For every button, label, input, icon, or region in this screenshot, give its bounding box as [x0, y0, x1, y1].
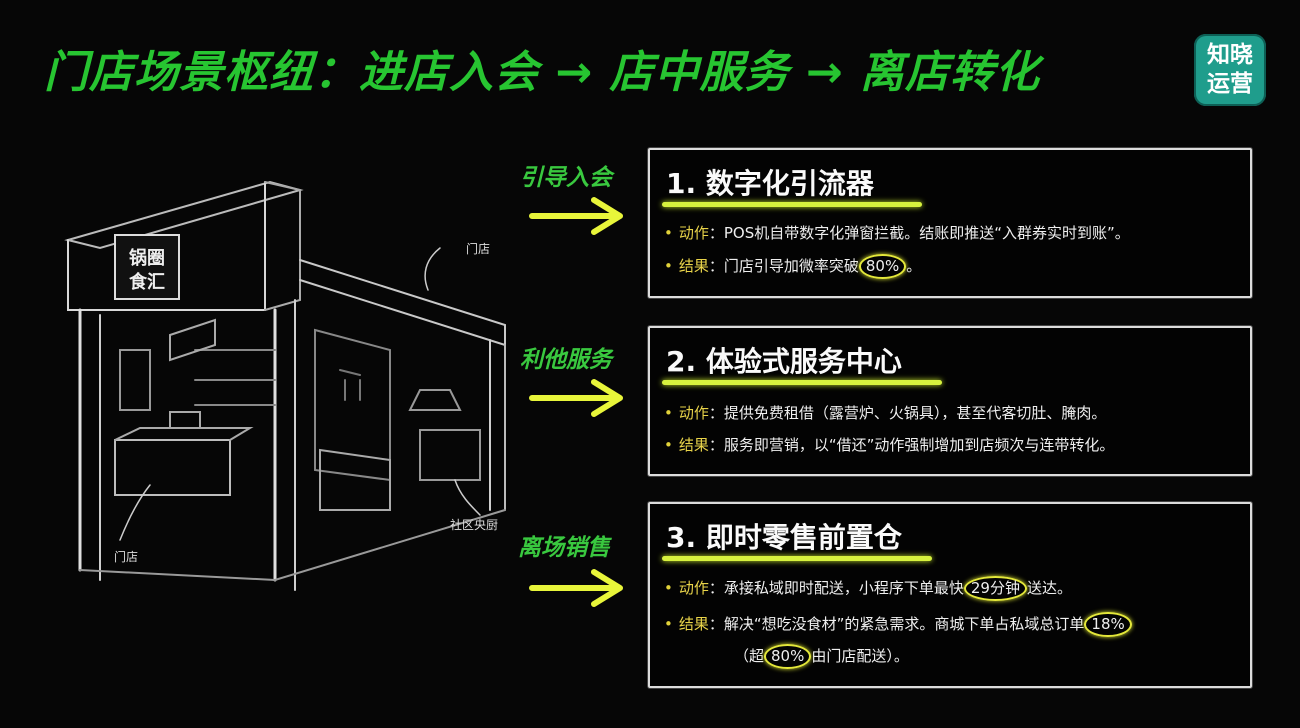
sign-line-2: 食汇: [128, 271, 165, 293]
flow-arrow-3-icon: [529, 569, 623, 607]
bullet-icon: •: [664, 224, 673, 242]
bullet-icon: •: [664, 257, 673, 275]
card-experience-service: 2. 体验式服务中心 •动作：提供免费租借（露营炉、火锅具），甚至代客切肚、腌肉…: [648, 326, 1252, 476]
bullet-icon: •: [664, 404, 673, 422]
card-2-action: •动作：提供免费租借（露营炉、火锅具），甚至代客切肚、腌肉。: [664, 404, 1107, 422]
card-digital-traffic: 1. 数字化引流器 •动作：POS机自带数字化弹窗拦截。结账即推送“入群券实时到…: [648, 148, 1252, 298]
highlight-80-percent: 80%: [858, 254, 907, 279]
card-1-underline: [662, 202, 922, 207]
card-2-result: •结果：服务即营销，以“借还”动作强制增加到店频次与连带转化。: [664, 436, 1115, 454]
highlight-29-minutes: 29分钟: [963, 576, 1027, 601]
card-3-title: 3. 即时零售前置仓: [666, 521, 902, 554]
label-store-top: 门店: [466, 242, 491, 256]
sign-line-1: 锅圈: [129, 247, 165, 269]
card-2-underline: [662, 380, 942, 385]
flow-label-3: 离场销售: [518, 535, 610, 561]
card-1-title: 1. 数字化引流器: [666, 167, 874, 200]
flow-arrow-1-icon: [529, 197, 623, 235]
highlight-80-percent-delivery: 80%: [764, 644, 812, 669]
highlight-18-percent: 18%: [1084, 612, 1132, 637]
store-sketch-illustration: 锅圈 食汇: [64, 180, 506, 591]
flow-label-1: 引导入会: [520, 165, 612, 191]
label-community-kitchen: 社区央厨: [450, 518, 499, 532]
bullet-icon: •: [664, 615, 673, 633]
label-store-bottom: 门店: [114, 550, 139, 564]
flow-arrow-2-icon: [529, 379, 623, 417]
card-2-title: 2. 体验式服务中心: [666, 345, 902, 378]
logo-line-1: 知晓: [1207, 42, 1253, 68]
card-1-action: •动作：POS机自带数字化弹窗拦截。结账即推送“入群券实时到账”。: [664, 224, 1130, 242]
page-title: 门店场景枢纽：进店入会 → 店中服务 → 离店转化: [44, 47, 1041, 98]
bullet-icon: •: [664, 579, 673, 597]
brand-logo: 知晓 运营: [1194, 34, 1266, 106]
bullet-icon: •: [664, 436, 673, 454]
flow-label-2: 利他服务: [520, 347, 612, 373]
logo-line-2: 运营: [1207, 71, 1253, 97]
card-3-underline: [662, 556, 932, 561]
